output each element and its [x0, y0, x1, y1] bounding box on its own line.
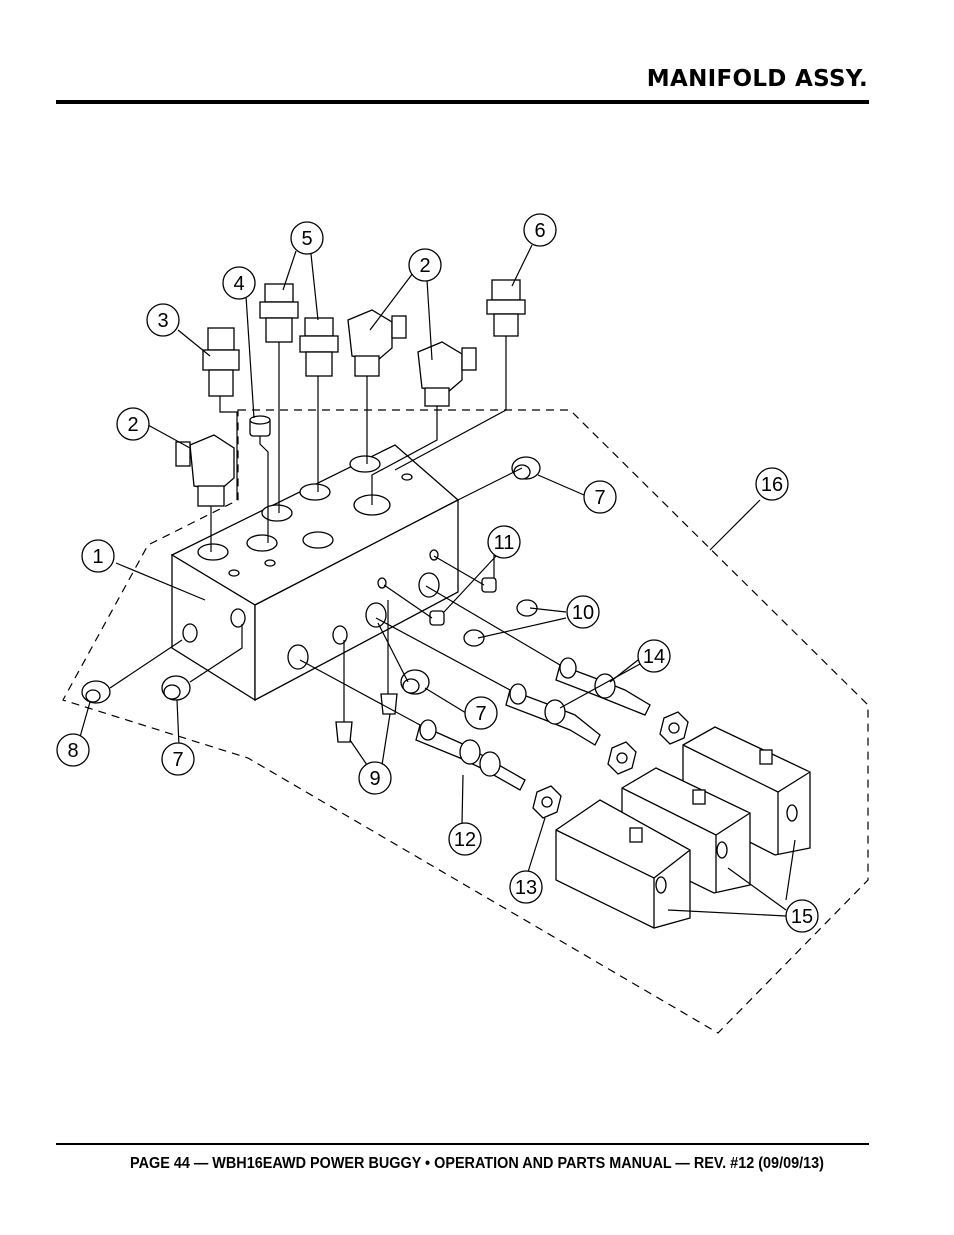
- cartridge-valve-14b: [505, 683, 601, 746]
- orifice-10b: [463, 629, 485, 647]
- svg-text:12: 12: [454, 829, 476, 851]
- svg-text:4: 4: [233, 273, 244, 295]
- cartridge-valve-14a: [555, 657, 651, 716]
- screen-9b: [380, 693, 398, 715]
- svg-text:14: 14: [643, 646, 665, 668]
- callout-11: 11: [487, 525, 521, 559]
- fitting-11a: [481, 577, 497, 593]
- svg-text:2: 2: [419, 255, 430, 277]
- adapter-fitting-5a: [259, 283, 299, 343]
- svg-text:5: 5: [301, 228, 312, 250]
- page-footer: PAGE 44 — WBH16EAWD POWER BUGGY • OPERAT…: [130, 1155, 824, 1172]
- callout-14: 14: [637, 639, 671, 673]
- elbow-fitting-2b: [417, 341, 477, 407]
- callout-5: 5: [290, 221, 324, 255]
- svg-text:7: 7: [594, 487, 605, 509]
- svg-text:6: 6: [534, 220, 545, 242]
- callout-6: 6: [523, 213, 557, 247]
- kit-boundary: [62, 409, 869, 1034]
- orifice-10a: [516, 599, 538, 617]
- page-title: MANIFOLD ASSY.: [646, 66, 868, 92]
- footer-rule: [56, 1143, 869, 1145]
- screen-9a: [335, 721, 353, 743]
- callout-2-top: 2: [408, 248, 442, 282]
- fitting-11b: [429, 610, 445, 626]
- plug-7-mid: [400, 669, 430, 695]
- callout-1: 1: [81, 539, 115, 573]
- plug-8: [81, 680, 111, 704]
- callout-15: 15: [785, 899, 819, 933]
- callout-13: 13: [509, 870, 543, 904]
- callout-3: 3: [146, 303, 180, 337]
- svg-text:15: 15: [791, 906, 813, 928]
- plug-4: [249, 415, 271, 437]
- callout-7-top: 7: [583, 480, 617, 514]
- svg-text:11: 11: [494, 532, 515, 554]
- nut-13c: [532, 785, 562, 819]
- adapter-fitting-5b: [299, 317, 339, 377]
- callout-10: 10: [566, 595, 600, 629]
- callout-7-mid: 7: [464, 696, 498, 730]
- svg-text:3: 3: [157, 310, 168, 332]
- callout-16: 16: [755, 467, 789, 501]
- callout-8: 8: [56, 733, 90, 767]
- coil-15c: [555, 799, 691, 929]
- svg-text:9: 9: [369, 768, 380, 790]
- adapter-fitting-6: [486, 279, 526, 337]
- svg-text:7: 7: [172, 749, 183, 771]
- plug-7-left: [161, 675, 191, 701]
- coil-15b: [621, 767, 751, 894]
- svg-text:7: 7: [475, 703, 486, 725]
- manifold-block: [170, 444, 460, 702]
- svg-text:16: 16: [761, 474, 783, 496]
- svg-text:1: 1: [92, 546, 103, 568]
- callout-4: 4: [222, 266, 256, 300]
- callout-9: 9: [358, 761, 392, 795]
- elbow-fitting-2a: [347, 309, 407, 377]
- nut-13b: [607, 741, 637, 775]
- callout-2-left: 2: [116, 407, 150, 441]
- callout-12: 12: [448, 822, 482, 856]
- callout-7-left: 7: [161, 742, 195, 776]
- svg-text:8: 8: [67, 740, 78, 762]
- svg-text:2: 2: [127, 414, 138, 436]
- svg-text:10: 10: [572, 602, 594, 624]
- svg-text:13: 13: [515, 877, 537, 899]
- plug-7-top: [511, 456, 541, 480]
- adapter-fitting-3: [202, 327, 240, 397]
- header-rule: [56, 100, 869, 104]
- cartridge-valve-12: [415, 719, 526, 791]
- nut-13a: [659, 711, 689, 745]
